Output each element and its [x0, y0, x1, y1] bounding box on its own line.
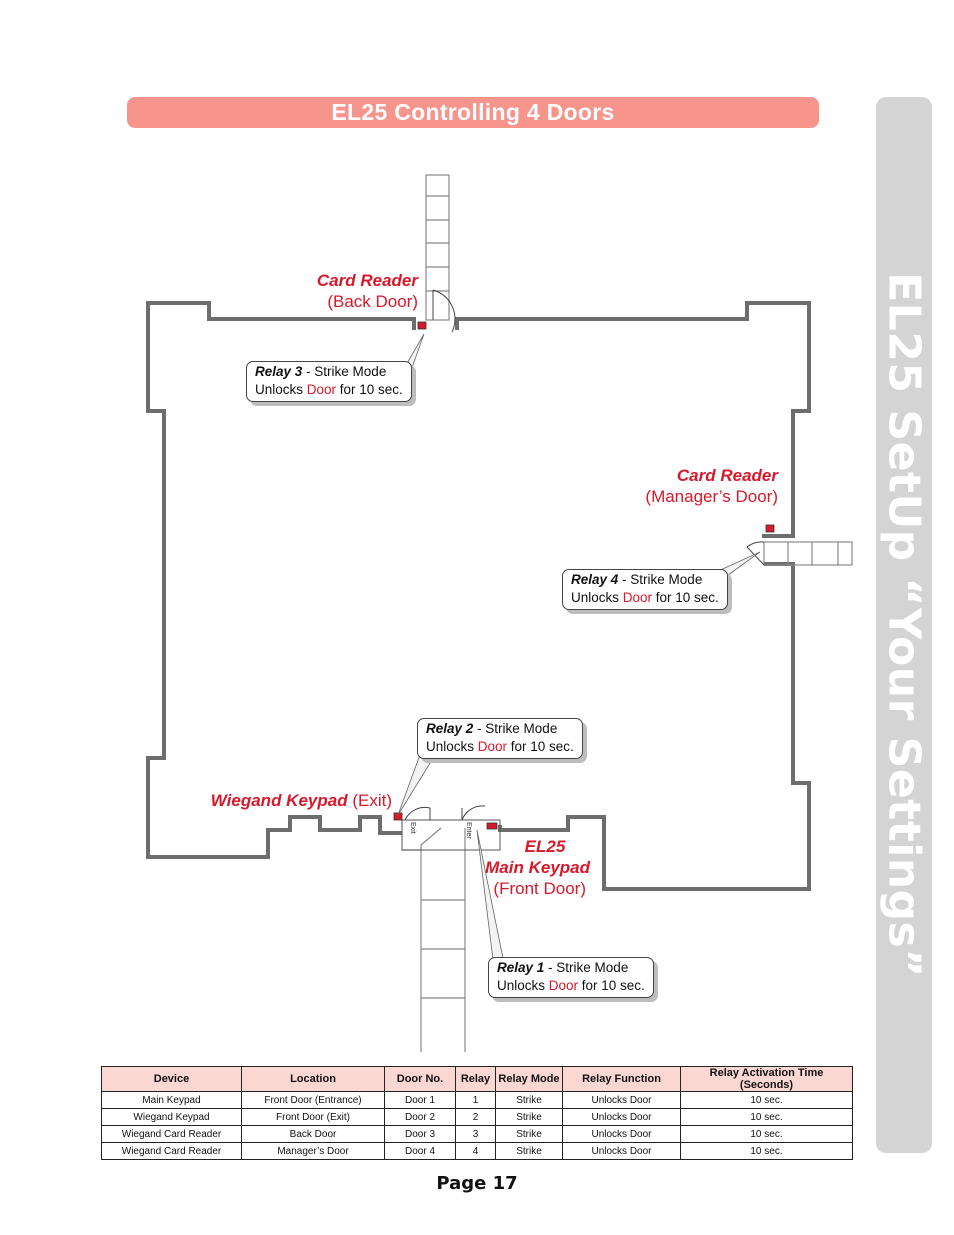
header-door-no: Door No.: [384, 1066, 456, 1092]
cell-relay-function: Unlocks Door: [562, 1125, 681, 1143]
relay-settings-table: Device Location Door No. Relay Relay Mod…: [101, 1066, 853, 1160]
cell-device: Wiegand Card Reader: [101, 1142, 242, 1160]
cell-location: Front Door (Entrance): [241, 1091, 385, 1109]
table-row: Wiegand Card Reader Back Door Door 3 3 S…: [101, 1125, 853, 1143]
wiegand-keypad-sub: (Exit): [352, 791, 392, 810]
back-corridor: [425, 174, 450, 321]
relay2-post: for 10 sec.: [507, 739, 574, 754]
header-activation-time: Relay Activation Time (Seconds): [680, 1066, 853, 1092]
manager-door-reader: [765, 524, 775, 533]
relay2-name: Relay 2: [426, 721, 474, 736]
relay4-pre: Unlocks: [571, 590, 623, 605]
back-door-swing: [432, 289, 456, 333]
main-keypad-sub: (Front Door): [493, 879, 586, 898]
cell-relay-mode: Strike: [495, 1108, 563, 1126]
manager-corridor: [763, 541, 853, 566]
relay3-callout: Relay 3 - Strike Mode Unlocks Door for 1…: [246, 361, 412, 402]
wiegand-keypad-name: Wiegand Keypad: [210, 791, 348, 810]
relay4-mode: - Strike Mode: [618, 572, 703, 587]
relay3-mode: - Strike Mode: [302, 364, 387, 379]
cell-device: Wiegand Card Reader: [101, 1125, 242, 1143]
cell-door-no: Door 1: [384, 1091, 456, 1109]
wall-top-left: [146, 301, 416, 859]
cell-door-no: Door 2: [384, 1108, 456, 1126]
header-relay-mode: Relay Mode: [495, 1066, 563, 1092]
cell-device: Wiegand Keypad: [101, 1108, 242, 1126]
table-row: Main Keypad Front Door (Entrance) Door 1…: [101, 1091, 853, 1109]
header-relay: Relay: [455, 1066, 496, 1092]
back-door-reader-sub: (Back Door): [327, 292, 418, 311]
wall-top-right: [455, 301, 811, 538]
header-device: Device: [101, 1066, 242, 1092]
back-door-label: Card Reader (Back Door): [250, 270, 418, 312]
cell-device: Main Keypad: [101, 1091, 242, 1109]
relay4-callout: Relay 4 - Strike Mode Unlocks Door for 1…: [562, 569, 728, 610]
exit-door-text: Exit: [409, 822, 416, 834]
cell-relay-mode: Strike: [495, 1091, 563, 1109]
back-door-reader: [417, 321, 427, 330]
back-door-reader-name: Card Reader: [316, 271, 418, 290]
relay4-post: for 10 sec.: [652, 590, 719, 605]
table-row: Wiegand Keypad Front Door (Exit) Door 2 …: [101, 1108, 853, 1126]
manager-reader-sub: (Manager’s Door): [645, 487, 778, 506]
cell-relay: 1: [455, 1091, 496, 1109]
relay1-post: for 10 sec.: [578, 978, 645, 993]
main-keypad-line2: Main Keypad: [485, 858, 590, 877]
front-door-swings: [404, 805, 486, 821]
main-keypad-line1: EL25: [524, 837, 566, 856]
table-header-row: Device Location Door No. Relay Relay Mod…: [101, 1066, 853, 1092]
page-number: Page 17: [436, 1173, 518, 1194]
cell-activation-time: 10 sec.: [680, 1142, 853, 1160]
cell-door-no: Door 3: [384, 1125, 456, 1143]
relay2-mode: - Strike Mode: [473, 721, 558, 736]
sidebar-tab: EL25 SetUp “Your Settings”: [876, 97, 932, 1153]
manager-reader-name: Card Reader: [676, 466, 778, 485]
relay1-mode: - Strike Mode: [544, 960, 629, 975]
cell-relay-function: Unlocks Door: [562, 1091, 681, 1109]
cell-activation-time: 10 sec.: [680, 1108, 853, 1126]
relay3-pre: Unlocks: [255, 382, 307, 397]
building-walls: [146, 301, 811, 891]
table-row: Wiegand Card Reader Manager’s Door Door …: [101, 1142, 853, 1160]
cell-location: Back Door: [241, 1125, 385, 1143]
relay1-pre: Unlocks: [497, 978, 549, 993]
main-keypad-label: EL25 Main Keypad (Front Door): [470, 836, 590, 899]
enter-door-text: Enter: [465, 822, 472, 839]
cell-door-no: Door 4: [384, 1142, 456, 1160]
page-banner: EL25 Controlling 4 Doors: [127, 97, 819, 128]
main-keypad-device: [486, 822, 498, 830]
cell-relay: 2: [455, 1108, 496, 1126]
cell-relay: 4: [455, 1142, 496, 1160]
cell-relay-mode: Strike: [495, 1125, 563, 1143]
relay3-name: Relay 3: [255, 364, 303, 379]
cell-activation-time: 10 sec.: [680, 1091, 853, 1109]
managers-door-label: Card Reader (Manager’s Door): [600, 465, 778, 507]
relay1-door: Door: [548, 978, 579, 993]
relay4-door: Door: [622, 590, 653, 605]
relay3-post: for 10 sec.: [336, 382, 403, 397]
relay3-door: Door: [306, 382, 337, 397]
manager-door-swing: [746, 541, 765, 566]
relay2-callout: Relay 2 - Strike Mode Unlocks Door for 1…: [417, 718, 583, 759]
relay2-door: Door: [477, 739, 508, 754]
header-location: Location: [241, 1066, 385, 1092]
wiegand-keypad-device: [393, 812, 403, 821]
relay2-pre: Unlocks: [426, 739, 478, 754]
cell-relay-mode: Strike: [495, 1142, 563, 1160]
front-corridor: [402, 827, 466, 1052]
header-relay-function: Relay Function: [562, 1066, 681, 1092]
cell-location: Front Door (Exit): [241, 1108, 385, 1126]
cell-activation-time: 10 sec.: [680, 1125, 853, 1143]
cell-relay: 3: [455, 1125, 496, 1143]
wiegand-keypad-label: Wiegand Keypad (Exit): [180, 790, 392, 811]
wall-right-lower: [498, 562, 811, 891]
cell-relay-function: Unlocks Door: [562, 1142, 681, 1160]
relay4-name: Relay 4: [571, 572, 619, 587]
cell-location: Manager’s Door: [241, 1142, 385, 1160]
relay1-name: Relay 1: [497, 960, 545, 975]
front-vestibule: [401, 819, 501, 851]
relay1-callout: Relay 1 - Strike Mode Unlocks Door for 1…: [488, 957, 654, 998]
cell-relay-function: Unlocks Door: [562, 1108, 681, 1126]
